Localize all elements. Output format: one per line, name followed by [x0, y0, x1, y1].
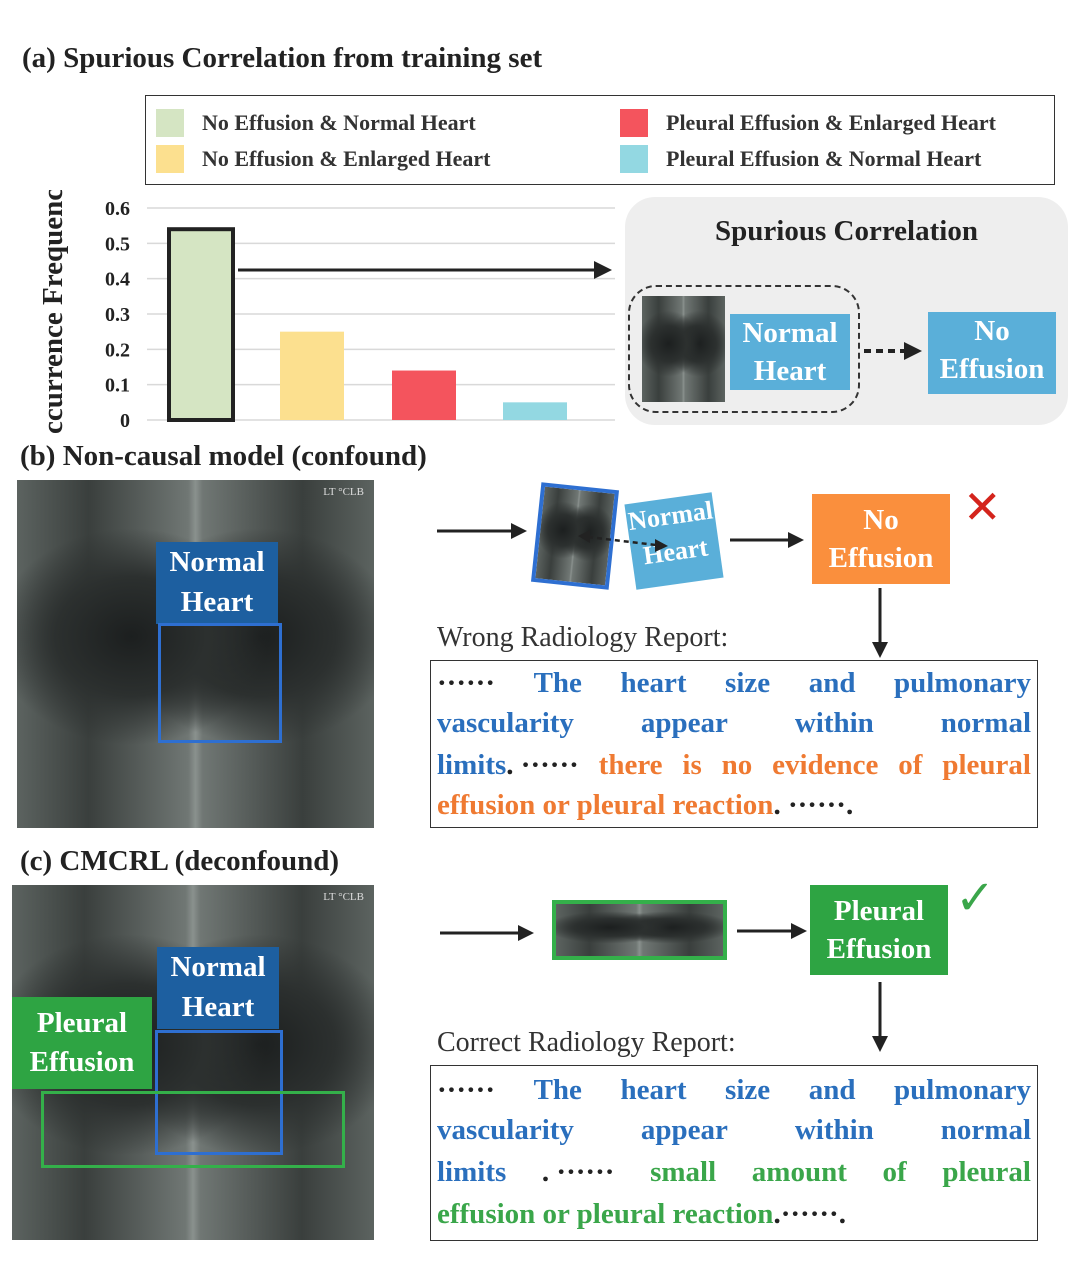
y-axis-label: Occurrence Frequency	[37, 190, 69, 435]
legend-item: No Effusion & Enlarged Heart	[156, 145, 490, 173]
y-tick-label: 0.2	[105, 339, 130, 361]
y-tick-label: 0.4	[105, 269, 130, 291]
y-tick-label: 0.6	[105, 198, 130, 220]
report-line-4: effusion or pleural reaction. ······.	[437, 789, 854, 821]
down-arrow	[872, 588, 888, 658]
y-axis-ticks: 0 0.1 0.2 0.3 0.4 0.5 0.6	[105, 198, 130, 432]
arrow	[737, 923, 807, 939]
legend-item: Pleural Effusion & Normal Heart	[620, 145, 981, 173]
chart-legend: No Effusion & Normal Heart No Effusion &…	[145, 95, 1055, 185]
legend-item: Pleural Effusion & Enlarged Heart	[620, 109, 996, 137]
effusion-crop	[552, 900, 727, 960]
report-line-2: vascularity appear within normal	[437, 707, 1031, 739]
spurious-arrow-head	[594, 261, 612, 279]
xray-crop-thumbnail	[642, 296, 725, 402]
wrong-cross-icon: ✕	[963, 480, 1002, 534]
correct-report: ······ The heart size and pulmonary vasc…	[430, 1065, 1038, 1241]
dashed-double-arrow	[578, 530, 668, 552]
correct-check-icon: ✓	[955, 870, 996, 926]
report-line-1: ······ The heart size and pulmonary	[437, 1074, 1031, 1106]
legend-swatch	[620, 145, 648, 173]
section-b-title: (b) Non-causal model (confound)	[20, 440, 427, 472]
report-line-1: ······ The heart size and pulmonary	[437, 667, 1031, 699]
report-line-3: limits . ······ small amount of pleural	[437, 1156, 1031, 1188]
section-c-title: (c) CMCRL (deconfound)	[20, 845, 339, 877]
legend-label: No Effusion & Enlarged Heart	[202, 146, 491, 171]
legend-swatch	[156, 145, 184, 173]
dashed-group	[628, 285, 860, 413]
y-tick-label: 0.3	[105, 304, 130, 326]
bar	[167, 227, 235, 423]
section-a-title: (a) Spurious Correlation from training s…	[22, 42, 543, 74]
bar	[392, 370, 456, 420]
chart-bars	[167, 227, 567, 423]
bar	[503, 402, 567, 420]
legend-label: Pleural Effusion & Enlarged Heart	[666, 110, 996, 135]
bar-chart: 0 0.1 0.2 0.3 0.4 0.5 0.6 Occurrence Frequency	[37, 190, 615, 435]
spurious-title: Spurious Correlation	[715, 215, 978, 247]
legend-swatch	[620, 109, 648, 137]
y-tick-label: 0.5	[105, 233, 130, 255]
dashed-arrow	[864, 342, 922, 360]
arrow	[440, 925, 534, 941]
legend-label: Pleural Effusion & Normal Heart	[666, 146, 982, 171]
heart-bounding-box	[158, 623, 282, 743]
bar	[280, 331, 344, 420]
correct-report-title: Correct Radiology Report:	[437, 1027, 736, 1058]
xray-tag: LT °CLB	[323, 486, 364, 498]
wrong-report: ······ The heart size and pulmonary vasc…	[430, 660, 1038, 828]
y-tick-label: 0	[120, 410, 130, 432]
xray-tag: LT °CLB	[323, 891, 364, 903]
arrow	[437, 523, 527, 539]
legend-item: No Effusion & Normal Heart	[156, 109, 476, 137]
arrow	[730, 532, 804, 548]
report-line-3: limits. ······ there is no evidence of p…	[437, 749, 1031, 781]
down-arrow	[872, 982, 888, 1052]
report-line-2: vascularity appear within normal	[437, 1114, 1031, 1146]
y-tick-label: 0.1	[105, 375, 130, 397]
wrong-report-title: Wrong Radiology Report:	[437, 622, 729, 653]
effusion-bounding-box	[41, 1091, 345, 1168]
legend-label: No Effusion & Normal Heart	[202, 110, 476, 135]
legend-swatch	[156, 109, 184, 137]
report-line-4: effusion or pleural reaction.······.	[437, 1198, 846, 1230]
